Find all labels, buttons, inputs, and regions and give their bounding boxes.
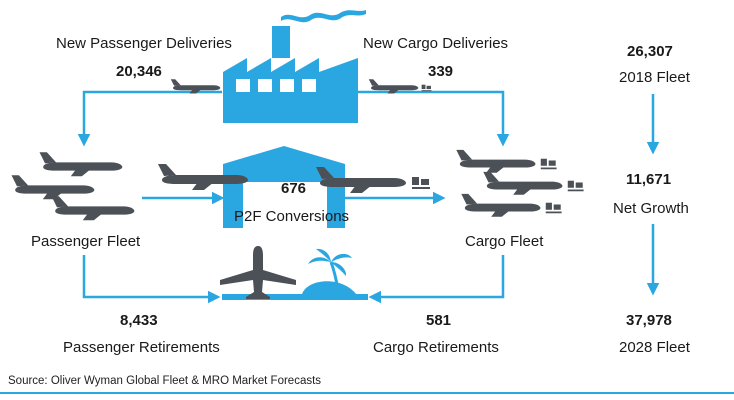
passenger-retirements-label: Passenger Retirements — [63, 339, 220, 356]
cargo-fleet-label: Cargo Fleet — [465, 233, 544, 250]
cargo-retirements-value: 581 — [426, 312, 452, 329]
fleet-2028-value: 37,978 — [626, 312, 672, 329]
factory-icon — [223, 10, 366, 123]
p2f-label: P2F Conversions — [234, 208, 350, 225]
cargo-aircraft-icon — [456, 150, 556, 173]
passenger-aircraft-icon — [39, 152, 123, 177]
hangar-icon — [223, 146, 345, 228]
passenger-retirements-value: 8,433 — [120, 312, 158, 329]
cargo-retirements-label: Cargo Retirements — [373, 339, 499, 356]
new-cargo-value: 339 — [428, 63, 454, 80]
net-growth-label: Net Growth — [613, 200, 689, 217]
new-cargo-label: New Cargo Deliveries — [363, 35, 509, 52]
net-growth-value: 11,671 — [626, 171, 672, 188]
cargo-retirement-arrow — [368, 255, 505, 304]
flow-arrows — [77, 90, 660, 304]
new-passenger-label: New Passenger Deliveries — [56, 35, 232, 52]
fleet-2028-label: 2028 Fleet — [619, 339, 690, 356]
passenger-retirement-arrow — [82, 255, 221, 304]
p2f-value: 676 — [281, 180, 307, 197]
passenger-aircraft-icon — [220, 246, 296, 299]
cargo-fleet-aircraft — [456, 150, 583, 217]
cargo-aircraft-icon — [461, 194, 561, 217]
new-passenger-value: 20,346 — [116, 63, 162, 80]
passenger-fleet-aircraft — [11, 152, 135, 221]
fleet-2018-label: 2018 Fleet — [619, 69, 690, 86]
passenger-aircraft-icon — [11, 175, 95, 200]
beach-island-icon — [222, 248, 368, 300]
source-note: Source: Oliver Wyman Global Fleet & MRO … — [8, 375, 322, 387]
cargo-aircraft-icon — [483, 172, 583, 195]
fleet-2018-value: 26,307 — [627, 43, 673, 60]
passenger-fleet-label: Passenger Fleet — [31, 233, 141, 250]
passenger-aircraft-icon — [51, 196, 135, 221]
new-cargo-arrow — [358, 90, 510, 147]
new-passenger-arrow — [77, 90, 222, 147]
